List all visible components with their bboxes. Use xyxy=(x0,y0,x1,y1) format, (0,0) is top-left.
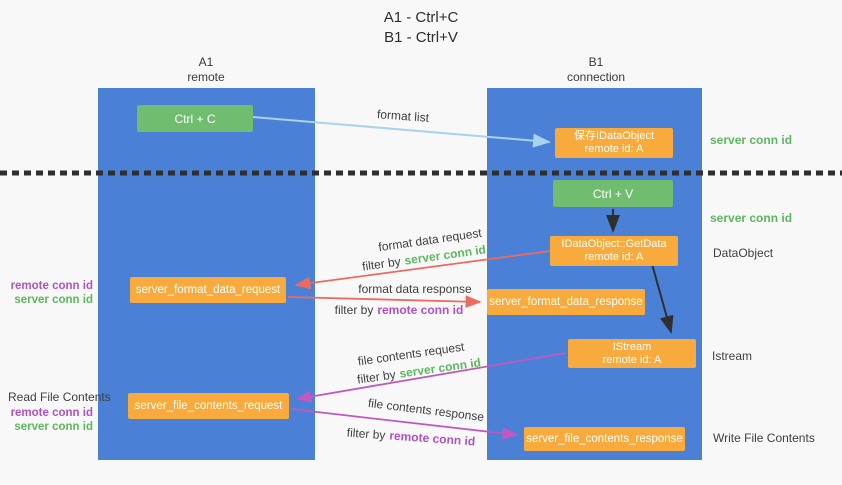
filter-by-text: filter by xyxy=(334,303,374,317)
left-conn-id-group-2: remote conn id server conn id xyxy=(10,406,93,434)
edge-label-file-contents-response: file contents response xyxy=(367,395,485,425)
filter-by-text: filter by xyxy=(356,367,397,387)
filter-by-text: filter by xyxy=(346,425,386,443)
node-file-request-label: server_file_contents_request xyxy=(134,400,283,412)
node-ctrl-v-label: Ctrl + V xyxy=(592,186,634,201)
node-save-idataobject-line2: remote id: A xyxy=(584,143,644,155)
node-getdata-line1: IDataObject::GetData xyxy=(561,238,667,250)
remote-conn-id-text: remote conn id xyxy=(388,428,476,449)
filter-by-text: filter by xyxy=(361,254,402,274)
node-format-request-label: server_format_data_request xyxy=(135,284,281,296)
edge-label-format-data-response: format data response xyxy=(358,282,472,296)
left-conn-id-group-1: remote conn id server conn id xyxy=(10,279,93,307)
lane-a1-subtitle: remote xyxy=(187,70,225,84)
node-save-idataobject: 保存IDataObject remote id: A xyxy=(555,128,673,158)
remote-conn-id-text: remote conn id xyxy=(377,303,464,317)
side-label-istream: Istream xyxy=(712,349,753,363)
side-label-server-conn-id-top: server conn id xyxy=(710,133,793,147)
lane-header-a1: A1 remote xyxy=(146,55,266,85)
node-istream-line1: IStream xyxy=(612,340,652,353)
node-idataobject-getdata: IDataObject::GetData remote id: A xyxy=(550,236,678,266)
title-line-2: B1 - Ctrl+V xyxy=(384,29,458,46)
node-server-file-contents-response: server_file_contents_response xyxy=(524,427,685,451)
node-getdata-line2: remote id: A xyxy=(584,251,644,263)
node-save-idataobject-line1: 保存IDataObject xyxy=(573,130,655,142)
side-label-server-conn-id-mid: server conn id xyxy=(710,211,793,225)
node-istream: IStream remote id: A xyxy=(568,339,696,368)
lane-a1-name: A1 xyxy=(198,55,214,69)
left-remote-conn-id-1: remote conn id xyxy=(10,280,93,292)
node-ctrl-v: Ctrl + V xyxy=(553,180,673,207)
lane-header-b1: B1 connection xyxy=(536,55,656,85)
node-istream-line2: remote id: A xyxy=(602,353,662,366)
title-line-1: A1 - Ctrl+C xyxy=(383,9,459,26)
diagram-title: A1 - Ctrl+C B1 - Ctrl+V xyxy=(0,8,842,48)
node-server-format-data-request: server_format_data_request xyxy=(130,277,286,303)
format-data-response-arrow xyxy=(287,295,482,308)
left-server-conn-id-1: server conn id xyxy=(14,294,93,306)
node-server-file-contents-request: server_file_contents_request xyxy=(128,393,289,419)
node-file-response-label: server_file_contents_response xyxy=(526,433,683,445)
node-format-response-label: server_format_data_response xyxy=(489,296,643,308)
side-label-dataobject: DataObject xyxy=(713,246,774,260)
left-server-conn-id-2: server conn id xyxy=(14,421,93,433)
side-label-write-file-contents: Write File Contents xyxy=(713,431,815,445)
lane-b1-subtitle: connection xyxy=(566,70,626,84)
left-remote-conn-id-2: remote conn id xyxy=(10,407,93,419)
node-server-format-data-response: server_format_data_response xyxy=(487,289,645,315)
node-ctrl-c: Ctrl + C xyxy=(137,105,253,132)
edge-label-format-list: format list xyxy=(376,107,430,125)
node-ctrl-c-label: Ctrl + C xyxy=(174,111,216,126)
lane-b1-name: B1 xyxy=(588,55,604,69)
side-label-read-file-contents: Read File Contents xyxy=(8,390,111,404)
